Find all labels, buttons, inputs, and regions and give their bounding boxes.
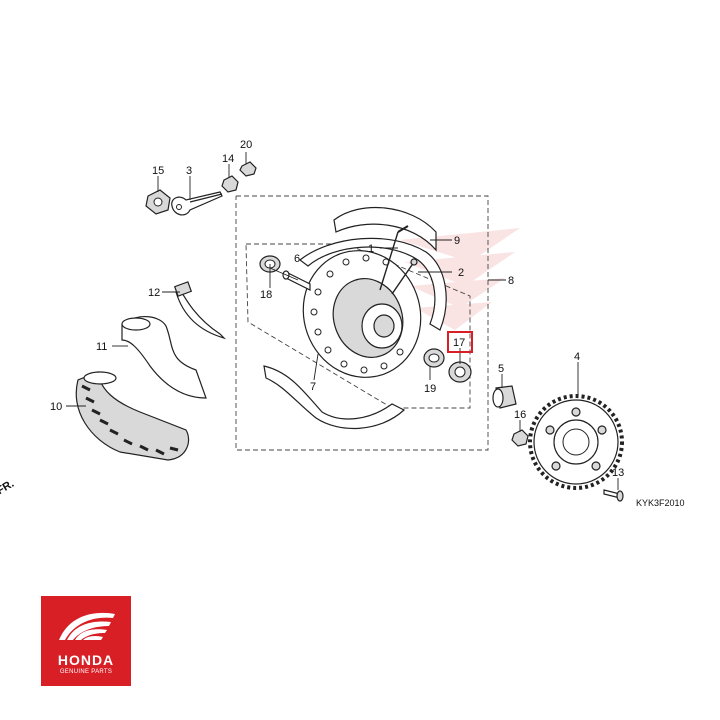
side-collar-part[interactable] [492, 385, 517, 409]
lock-nut-part[interactable] [221, 175, 239, 193]
spoke-b-part[interactable] [391, 258, 418, 295]
sprocket-part[interactable] [528, 394, 624, 490]
logo-tagline: GENUINE PARTS [59, 669, 113, 675]
label-17: 17 [453, 337, 465, 349]
label-7: 7 [310, 381, 316, 393]
front-marker: FR. [0, 478, 16, 497]
label-13: 13 [612, 467, 624, 479]
label-19: 19 [424, 383, 436, 395]
bearing-part[interactable] [423, 348, 445, 368]
adjuster-nut-part[interactable] [145, 189, 171, 215]
oil-seal-part[interactable] [448, 361, 472, 383]
label-8: 8 [508, 275, 514, 287]
label-12: 12 [148, 287, 160, 299]
label-14: 14 [222, 153, 234, 165]
leader-lines [66, 152, 619, 490]
rim-part[interactable] [263, 237, 447, 430]
label-18: 18 [260, 289, 272, 301]
hub-part[interactable] [286, 234, 439, 394]
distance-collar-part[interactable] [282, 270, 311, 291]
label-9: 9 [454, 235, 460, 247]
label-1: 1 [368, 243, 374, 255]
tire-part[interactable] [75, 371, 190, 461]
logo-brand: HONDA [57, 652, 115, 668]
label-20: 20 [240, 139, 252, 151]
label-10: 10 [50, 401, 62, 413]
small-nut-part[interactable] [239, 161, 257, 177]
label-2: 2 [458, 267, 464, 279]
catalog-code: KYK3F2010 [636, 498, 685, 508]
part-number-labels: 15 3 14 20 1 9 2 8 6 18 12 11 10 7 19 17… [50, 139, 624, 479]
label-5: 5 [498, 363, 504, 375]
label-6: 6 [294, 253, 300, 265]
highlight-box [447, 331, 473, 353]
label-3: 3 [186, 165, 192, 177]
chain-adjuster-part[interactable] [171, 191, 223, 216]
rim-band-part[interactable] [173, 281, 227, 340]
label-11: 11 [96, 341, 107, 353]
wing-icon [59, 612, 115, 640]
sprocket-nut-part[interactable] [511, 429, 529, 447]
tube-part[interactable] [121, 316, 207, 399]
sprocket-bolt-part[interactable] [603, 489, 624, 502]
spoke-set-part[interactable] [333, 206, 437, 252]
honda-logo: HONDA GENUINE PARTS [41, 596, 131, 686]
label-15: 15 [152, 165, 164, 177]
spoke-a-part[interactable] [379, 225, 409, 291]
label-4: 4 [574, 351, 580, 363]
label-16: 16 [514, 409, 526, 421]
